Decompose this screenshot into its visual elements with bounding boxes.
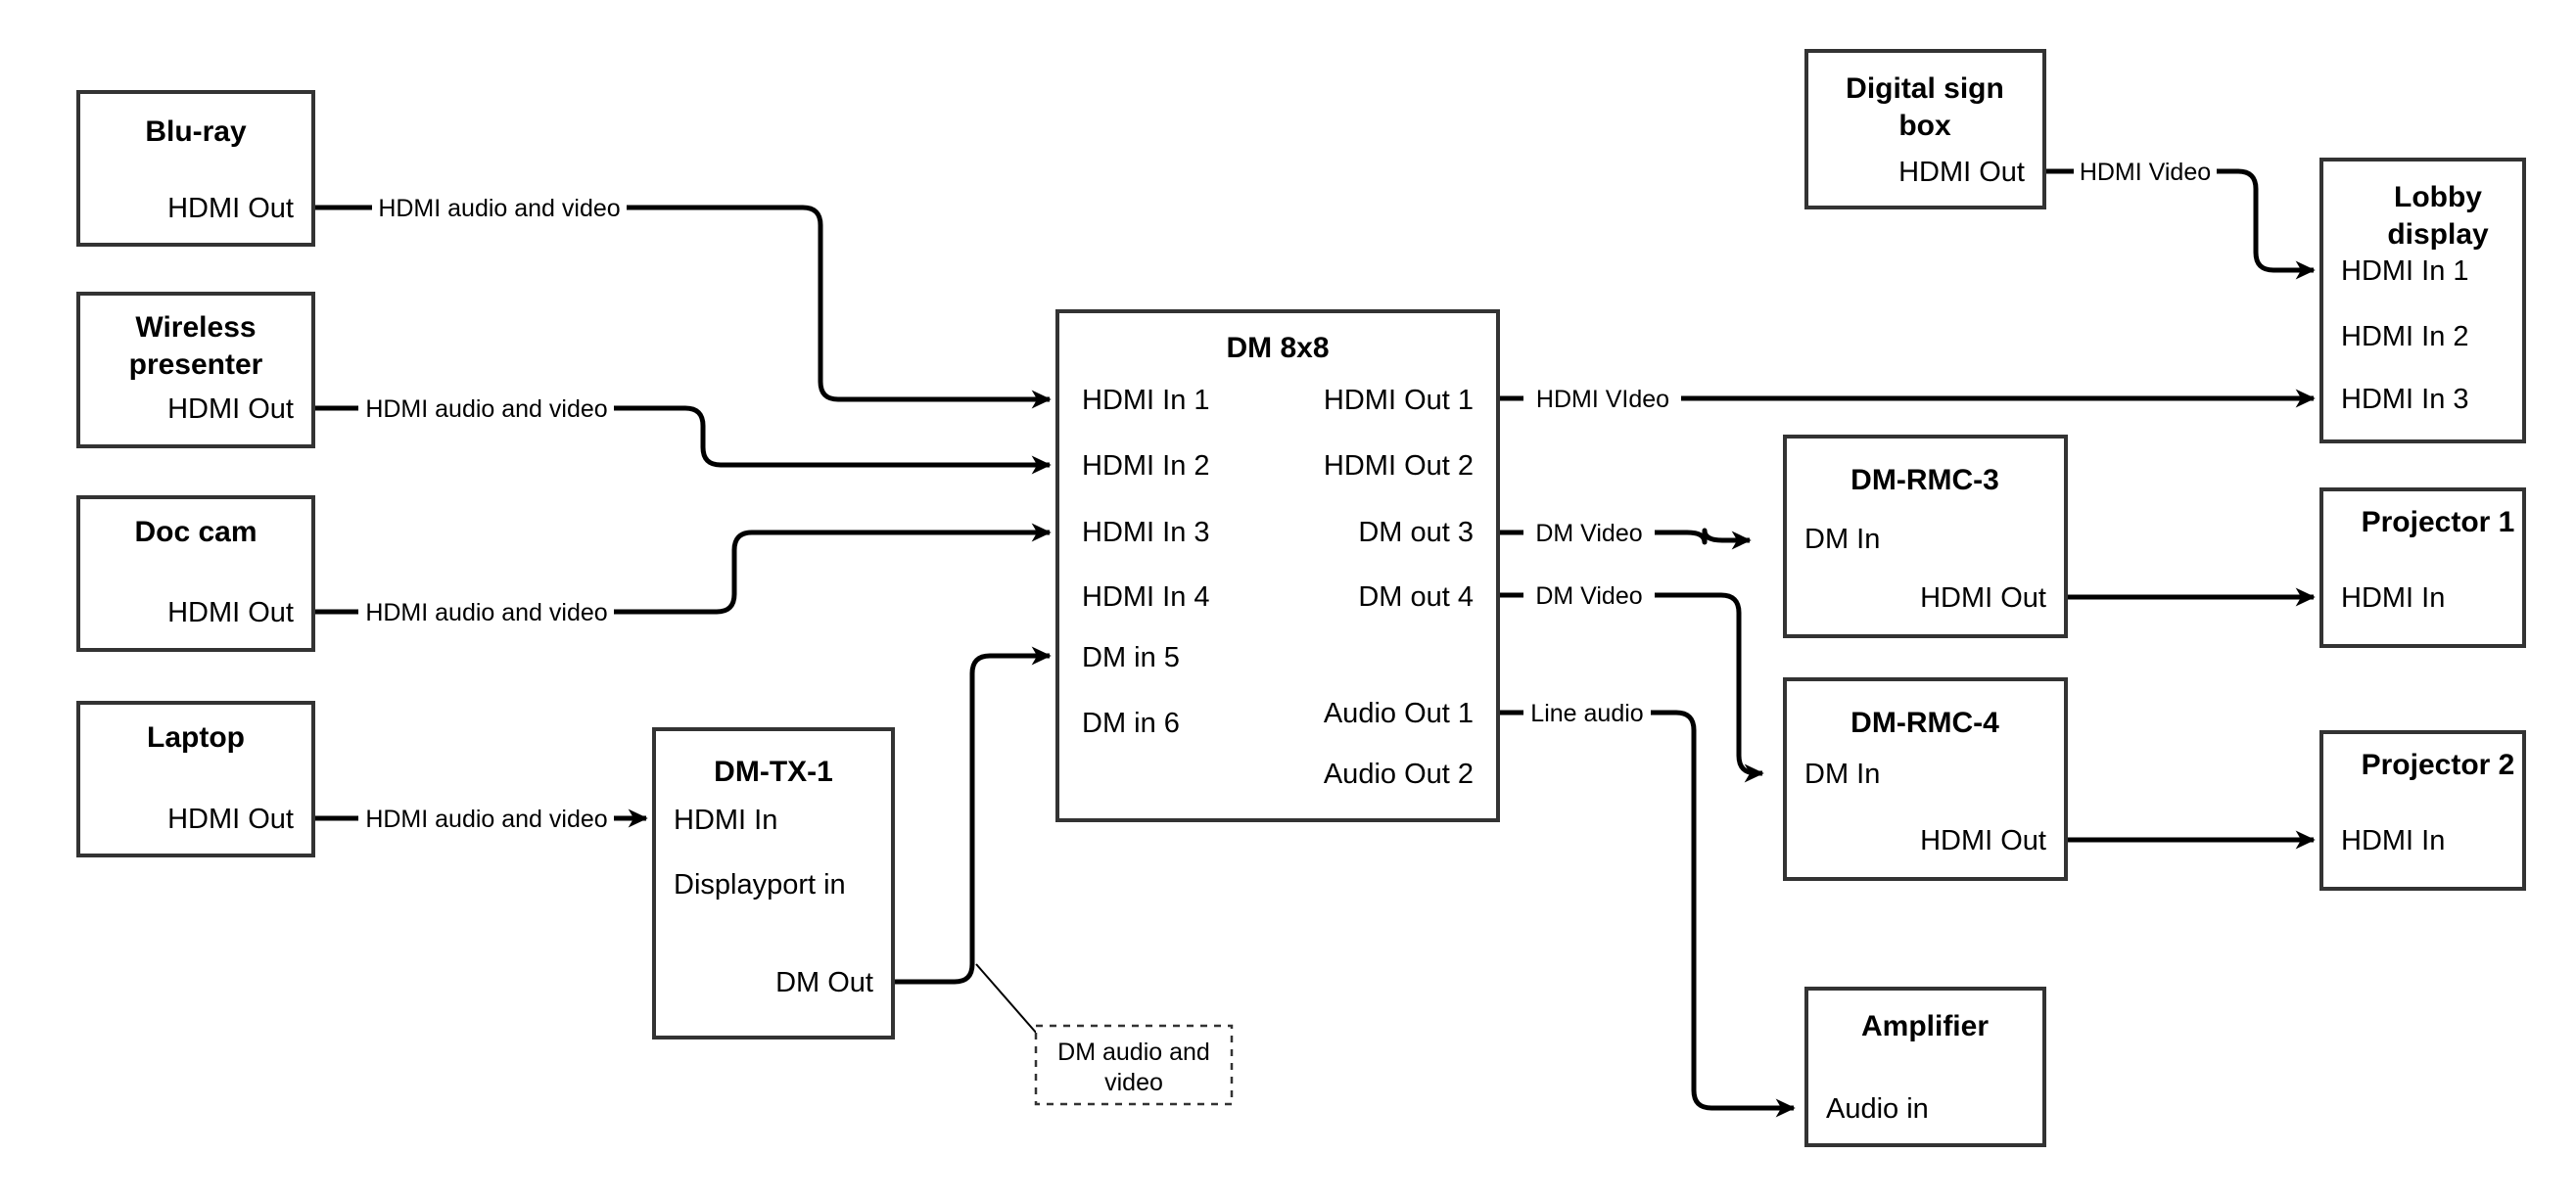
amplifier-port-audio-in: Audio in xyxy=(1826,1093,1929,1125)
dm-8x8-input-dm-in-5: DM in 5 xyxy=(1082,642,1180,673)
wireless-presenter-port-hdmi-out: HDMI Out xyxy=(167,393,294,425)
lobby-display-title-line2: display xyxy=(2387,218,2489,251)
node-wireless-presenter[interactable]: Wireless presenter HDMI Out xyxy=(76,292,315,448)
note-dm-audio-and-video: DM audio and video xyxy=(1034,1024,1234,1106)
dm-av-note-line2: video xyxy=(1104,1069,1163,1096)
laptop-box[interactable] xyxy=(76,701,315,857)
wire-dm8x8-out3-to-rmc3 xyxy=(1498,531,1750,542)
lobby-display-box[interactable] xyxy=(2319,158,2526,443)
dm-tx-1-port-dm-out: DM Out xyxy=(775,967,873,998)
doc-cam-port-hdmi-out: HDMI Out xyxy=(167,597,294,628)
wire-signbox-to-lobby xyxy=(2044,168,2314,270)
dm-8x8-output-hdmi-out-1: HDMI Out 1 xyxy=(1324,385,1474,416)
dm-tx-1-port-displayport-in: Displayport in xyxy=(674,869,846,901)
dm-rmc-4-port-dm-in: DM In xyxy=(1804,759,1880,790)
node-dm-tx-1[interactable]: DM-TX-1 HDMI In Displayport in DM Out xyxy=(652,727,895,1039)
projector-1-box[interactable] xyxy=(2319,487,2526,648)
wire-bluray-to-dm8x8 xyxy=(313,205,1050,399)
doc-cam-title: Doc cam xyxy=(134,516,257,548)
dm-av-note-line1: DM audio and xyxy=(1057,1039,1210,1066)
projector-1-title: Projector 1 xyxy=(2362,506,2515,538)
node-lobby-display[interactable]: Lobby display HDMI In 1 HDMI In 2 HDMI I… xyxy=(2319,158,2526,443)
wire-dmtx1-to-dm8x8 xyxy=(893,646,1052,985)
wire-doccam-to-dm8x8 xyxy=(313,532,1050,615)
link-label-laptop-to-tx: HDMI audio and video xyxy=(365,806,607,833)
dm-8x8-input-hdmi-in-1: HDMI In 1 xyxy=(1082,385,1210,416)
laptop-title: Laptop xyxy=(147,721,245,754)
node-projector-1[interactable]: Projector 1 HDMI In xyxy=(2319,487,2526,648)
dm-8x8-output-audio-out-2: Audio Out 2 xyxy=(1324,759,1474,790)
node-dm-rmc-3[interactable]: DM-RMC-3 DM In HDMI Out xyxy=(1783,435,2068,638)
node-bluray[interactable]: Blu-ray HDMI Out xyxy=(76,90,315,247)
digital-sign-box-rect[interactable] xyxy=(1804,49,2046,209)
bluray-box[interactable] xyxy=(76,90,315,247)
dm-8x8-output-dm-out-3: DM out 3 xyxy=(1358,517,1474,548)
dm-8x8-input-hdmi-in-3: HDMI In 3 xyxy=(1082,517,1210,548)
dm-8x8-output-hdmi-out-2: HDMI Out 2 xyxy=(1324,450,1474,482)
link-label-wireless-to-dm: HDMI audio and video xyxy=(365,395,607,423)
digital-sign-box-port-hdmi-out: HDMI Out xyxy=(1898,157,2025,188)
wireless-presenter-title-line2: presenter xyxy=(129,348,263,381)
dm-8x8-output-audio-out-1: Audio Out 1 xyxy=(1324,698,1474,729)
laptop-port-hdmi-out: HDMI Out xyxy=(167,804,294,835)
link-label-dm-out1-to-lobby: HDMI VIdeo xyxy=(1536,386,1669,413)
digital-sign-box-title-line1: Digital sign xyxy=(1846,72,2004,105)
lobby-display-input-hdmi-in-2: HDMI In 2 xyxy=(2341,321,2469,352)
dm-8x8-input-hdmi-in-4: HDMI In 4 xyxy=(1082,581,1210,613)
wire-wireless-to-dm8x8 xyxy=(313,405,1050,465)
dm-rmc-3-port-dm-in: DM In xyxy=(1804,524,1880,555)
lobby-display-input-hdmi-in-3: HDMI In 3 xyxy=(2341,384,2469,415)
dm-rmc-4-port-hdmi-out: HDMI Out xyxy=(1920,825,2046,856)
projector-1-port-hdmi-in: HDMI In xyxy=(2341,582,2445,614)
bluray-port-hdmi-out: HDMI Out xyxy=(167,193,294,224)
wire-dm8x8-audio1-to-amplifier xyxy=(1498,710,1794,1108)
dm-tx-1-port-hdmi-in: HDMI In xyxy=(674,805,777,836)
node-projector-2[interactable]: Projector 2 HDMI In xyxy=(2319,730,2526,891)
link-label-bluray-to-dm: HDMI audio and video xyxy=(378,195,620,222)
link-label-doccam-to-dm: HDMI audio and video xyxy=(365,599,607,626)
dm-tx-1-box[interactable] xyxy=(652,727,895,1039)
link-label-dm-audio1-to-amp: Line audio xyxy=(1530,700,1643,727)
dm-8x8-input-hdmi-in-2: HDMI In 2 xyxy=(1082,450,1210,482)
dm-rmc-4-box[interactable] xyxy=(1783,677,2068,881)
dm-8x8-box[interactable] xyxy=(1055,309,1500,822)
node-dm-rmc-4[interactable]: DM-RMC-4 DM In HDMI Out xyxy=(1783,677,2068,881)
wire-dm8x8-out4-to-rmc4 xyxy=(1498,592,1762,773)
dm-rmc-3-title: DM-RMC-3 xyxy=(1850,464,1999,496)
dm-8x8-input-dm-in-6: DM in 6 xyxy=(1082,708,1180,739)
amplifier-box[interactable] xyxy=(1804,987,2046,1147)
projector-2-box[interactable] xyxy=(2319,730,2526,891)
projector-2-title: Projector 2 xyxy=(2362,749,2515,781)
dm-tx-1-title: DM-TX-1 xyxy=(714,756,833,788)
bluray-title: Blu-ray xyxy=(145,115,247,148)
lobby-display-input-hdmi-in-1: HDMI In 1 xyxy=(2341,255,2469,287)
node-amplifier[interactable]: Amplifier Audio in xyxy=(1804,987,2046,1147)
link-label-dm-out3-to-rmc3: DM Video xyxy=(1535,520,1642,547)
node-laptop[interactable]: Laptop HDMI Out xyxy=(76,701,315,857)
dm-av-note-box xyxy=(1034,1024,1234,1106)
link-label-signbox-to-lobby: HDMI Video xyxy=(2080,159,2211,186)
wireless-presenter-title-line1: Wireless xyxy=(135,311,256,344)
dm-rmc-4-title: DM-RMC-4 xyxy=(1850,707,1999,739)
dm-8x8-output-dm-out-4: DM out 4 xyxy=(1358,581,1474,613)
node-digital-sign-box[interactable]: Digital sign box HDMI Out xyxy=(1804,49,2046,209)
lobby-display-title-line1: Lobby xyxy=(2394,181,2482,213)
dm-rmc-3-port-hdmi-out: HDMI Out xyxy=(1920,582,2046,614)
node-doc-cam[interactable]: Doc cam HDMI Out xyxy=(76,495,315,652)
doc-cam-box[interactable] xyxy=(76,495,315,652)
dm-8x8-title: DM 8x8 xyxy=(1226,332,1329,364)
wireless-presenter-box[interactable] xyxy=(76,292,315,448)
projector-2-port-hdmi-in: HDMI In xyxy=(2341,825,2445,856)
link-label-dm-out4-to-rmc4: DM Video xyxy=(1535,582,1642,610)
node-dm-8x8[interactable]: DM 8x8 HDMI In 1 HDMI In 2 HDMI In 3 HDM… xyxy=(1055,309,1500,822)
dm-rmc-3-box[interactable] xyxy=(1783,435,2068,638)
amplifier-title: Amplifier xyxy=(1861,1010,1989,1042)
digital-sign-box-title-line2: box xyxy=(1898,110,1951,142)
